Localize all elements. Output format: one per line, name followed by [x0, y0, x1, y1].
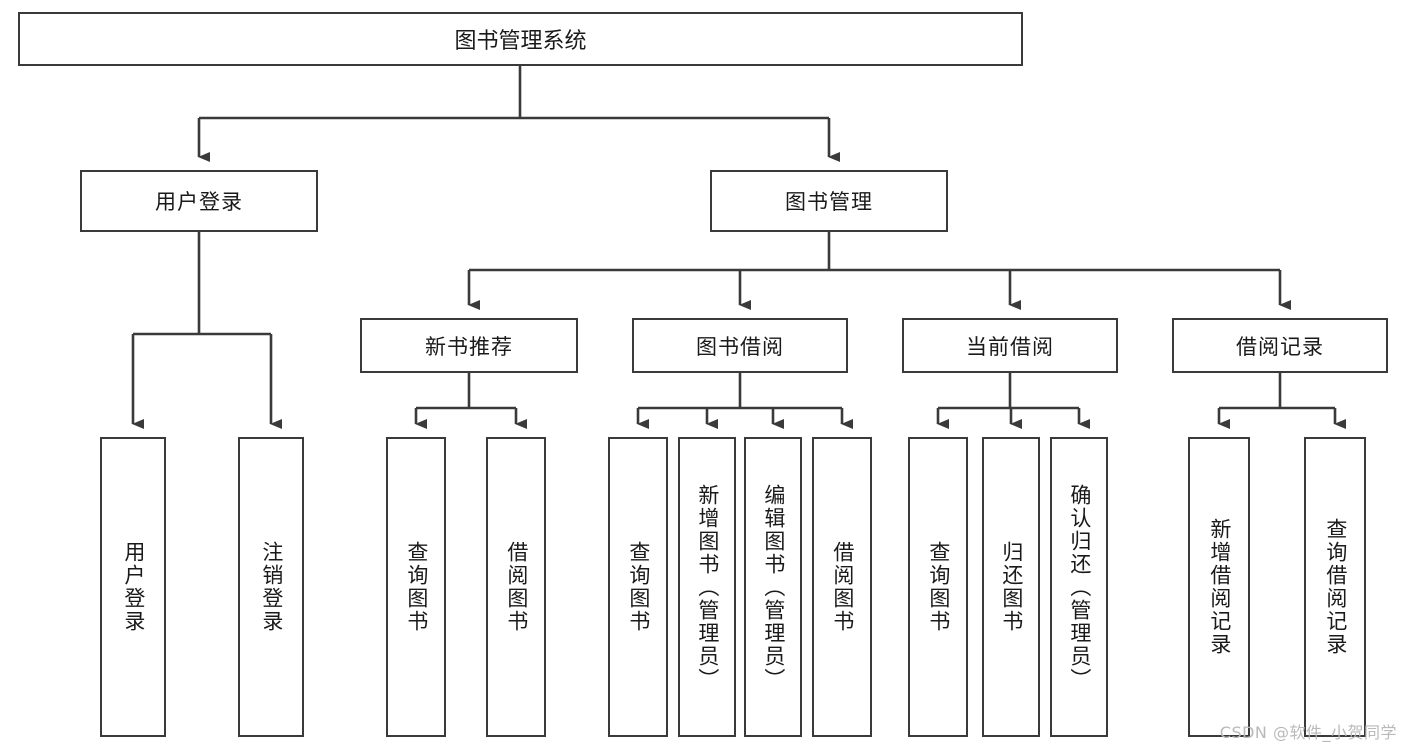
node-leaf-label: 用户登录 [121, 541, 146, 633]
node-leaf-7: 编辑图书（管理员） [744, 437, 802, 737]
node-level3-3: 当前借阅 [902, 318, 1118, 373]
node-leaf-label: 归还图书 [999, 541, 1024, 633]
node-leaf-label: 新增图书（管理员） [695, 483, 720, 691]
node-leaf-label: 确认归还（管理员） [1067, 483, 1092, 691]
node-leaf-label: 编辑图书（管理员） [761, 483, 786, 691]
node-leaf-13: 查询借阅记录 [1304, 437, 1366, 737]
node-leaf-1: 用户登录 [100, 437, 166, 737]
node-leaf-label: 查询图书 [926, 541, 951, 633]
node-leaf-5: 查询图书 [608, 437, 668, 737]
node-level3-1: 新书推荐 [360, 318, 578, 373]
node-leaf-label: 查询图书 [404, 541, 429, 633]
node-leaf-label: 借阅图书 [830, 541, 855, 633]
node-level3-label: 当前借阅 [966, 334, 1054, 359]
node-level2-label: 用户登录 [155, 190, 243, 214]
node-level3-label: 新书推荐 [425, 334, 513, 359]
node-leaf-2: 注销登录 [238, 437, 304, 737]
node-level2-1: 用户登录 [80, 170, 318, 232]
node-root: 图书管理系统 [18, 12, 1023, 66]
node-leaf-6: 新增图书（管理员） [678, 437, 736, 737]
node-level3-4: 借阅记录 [1172, 318, 1388, 373]
node-leaf-label: 新增借阅记录 [1207, 518, 1232, 656]
node-leaf-label: 查询图书 [626, 541, 651, 633]
watermark: CSDN @软件_小贺同学 [1219, 723, 1397, 742]
node-level3-2: 图书借阅 [632, 318, 848, 373]
node-level3-label: 借阅记录 [1236, 334, 1324, 359]
node-level2-label: 图书管理 [785, 190, 873, 214]
node-leaf-12: 新增借阅记录 [1188, 437, 1250, 737]
node-leaf-label: 借阅图书 [504, 541, 529, 633]
node-level3-label: 图书借阅 [696, 334, 784, 359]
node-leaf-4: 借阅图书 [486, 437, 546, 737]
node-leaf-10: 归还图书 [982, 437, 1040, 737]
node-leaf-11: 确认归还（管理员） [1050, 437, 1108, 737]
node-level2-2: 图书管理 [710, 170, 948, 232]
node-leaf-9: 查询图书 [908, 437, 968, 737]
node-root-label: 图书管理系统 [454, 29, 587, 54]
node-leaf-label: 查询借阅记录 [1323, 518, 1348, 656]
node-leaf-8: 借阅图书 [812, 437, 872, 737]
node-leaf-3: 查询图书 [386, 437, 446, 737]
node-leaf-label: 注销登录 [259, 541, 284, 633]
